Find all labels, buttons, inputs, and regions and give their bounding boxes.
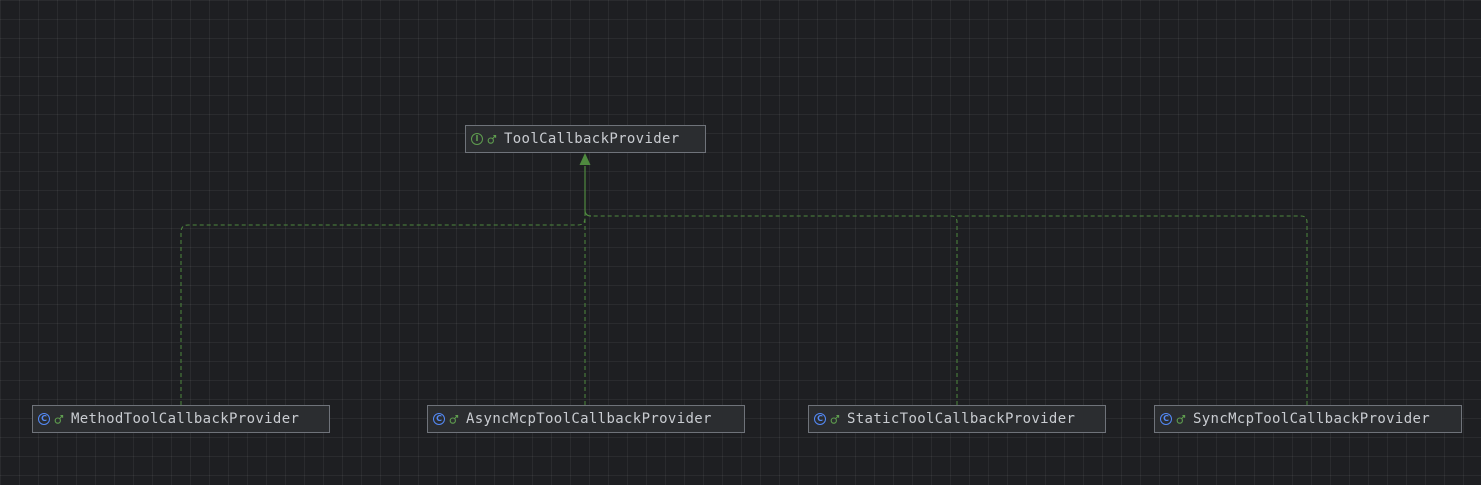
- edge-method-to-root: [180, 166, 586, 405]
- node-label: SyncMcpToolCallbackProvider: [1193, 411, 1431, 427]
- class-icon: C: [38, 413, 50, 425]
- public-visibility-icon: [54, 415, 64, 424]
- class-icon: C: [1160, 413, 1172, 425]
- node-toolcallbackprovider[interactable]: I ToolCallbackProvider: [465, 125, 706, 153]
- public-visibility-icon: [1176, 415, 1186, 424]
- node-asyncmcptoolcallbackprovider[interactable]: C AsyncMcpToolCallbackProvider: [427, 405, 745, 433]
- inheritance-arrowhead: [579, 153, 591, 165]
- node-label: StaticToolCallbackProvider: [847, 411, 1076, 427]
- public-visibility-icon: [830, 415, 840, 424]
- class-icon: C: [433, 413, 445, 425]
- edge-trunk-to-root: [584, 166, 592, 217]
- node-label: MethodToolCallbackProvider: [71, 411, 300, 427]
- node-statictoolcallbackprovider[interactable]: C StaticToolCallbackProvider: [808, 405, 1106, 433]
- node-syncmcptoolcallbackprovider[interactable]: C SyncMcpToolCallbackProvider: [1154, 405, 1462, 433]
- public-visibility-icon: [487, 135, 497, 144]
- edge-static-to-root: [591, 215, 958, 405]
- interface-icon: I: [471, 133, 483, 145]
- node-methodtoolcallbackprovider[interactable]: C MethodToolCallbackProvider: [32, 405, 330, 433]
- node-label: ToolCallbackProvider: [504, 131, 680, 147]
- node-label: AsyncMcpToolCallbackProvider: [466, 411, 712, 427]
- public-visibility-icon: [449, 415, 459, 424]
- edge-sync-to-root: [957, 215, 1308, 405]
- class-icon: C: [814, 413, 826, 425]
